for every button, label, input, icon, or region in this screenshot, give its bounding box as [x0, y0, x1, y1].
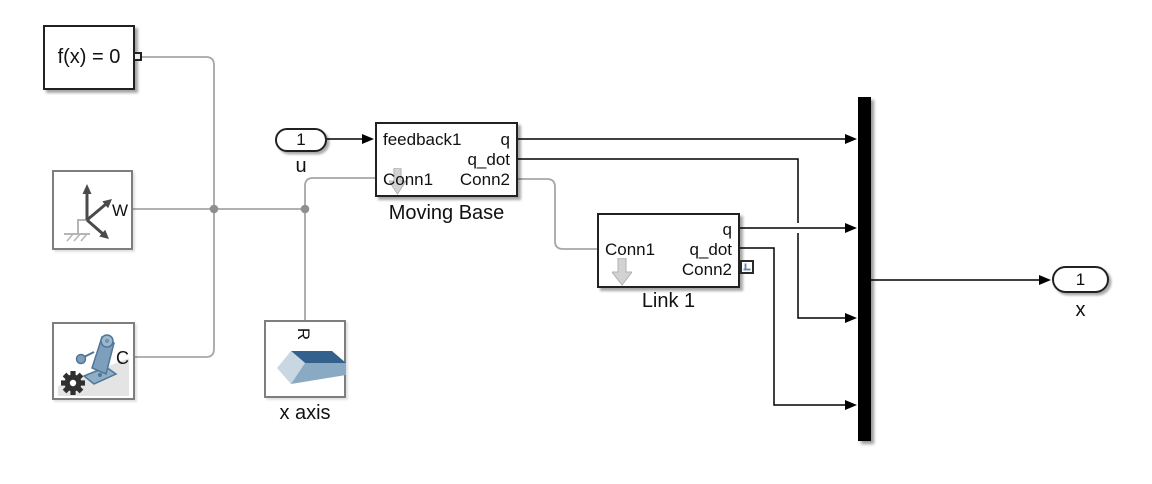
mb-port-qdot: q_dot [467, 150, 510, 169]
solver-block-label: f(x) = 0 [57, 46, 121, 68]
l1-port-q: q [722, 220, 732, 239]
arrowhead [1039, 275, 1051, 285]
box-end-face [277, 351, 305, 384]
mb-port-feedback1: feedback1 [383, 130, 462, 149]
arrowhead [845, 313, 857, 323]
moving-base-name: Moving Base [388, 202, 505, 224]
l1-port-conn2: Conn2 [681, 260, 732, 279]
physical-wires[interactable] [133, 56, 597, 358]
ground-symbol [64, 219, 90, 242]
junction-dots [209, 204, 310, 214]
junction-dot [209, 204, 219, 214]
mb-port-conn1: Conn1 [383, 170, 434, 189]
wire-mb-qdot-to-mux [518, 158, 847, 319]
inport-1[interactable]: 1 [275, 128, 327, 152]
x-axis-port-label: R [294, 327, 313, 341]
mechanism-configuration-icon [58, 334, 129, 396]
arrowhead [845, 134, 857, 144]
frame-axes [85, 192, 107, 236]
arrowhead [845, 400, 857, 410]
outport-1-name: x [1075, 299, 1086, 321]
mechanism-port-label: C [116, 348, 129, 368]
solver-configuration-block[interactable]: f(x) = 0 [43, 25, 135, 90]
unconnected-port-badge[interactable] [740, 260, 754, 274]
wire-junction-to-mechconfig [135, 209, 215, 358]
robot-arm [75, 334, 118, 385]
solver-output-port[interactable] [133, 52, 142, 61]
box-top-face [291, 351, 346, 363]
gear-icon [61, 371, 85, 395]
mb-port-q: q [500, 130, 510, 149]
signal-wires[interactable] [327, 138, 1041, 406]
wire-movingbase-conn2-to-link1-conn1 [518, 178, 597, 250]
world-frame-block[interactable]: W [52, 170, 133, 250]
box-front-face [291, 363, 346, 384]
wire-solver-to-junction [142, 56, 215, 209]
wire-junction-to-movingbase-conn1 [304, 177, 375, 209]
world-frame-port-label: W [111, 201, 128, 220]
physical-conn-arrow-icon [389, 168, 406, 195]
link1-name: Link 1 [641, 290, 696, 312]
l1-port-qdot: q_dot [689, 240, 732, 259]
prismatic-joint-icon [277, 351, 346, 384]
mb-port-conn2: Conn2 [459, 170, 510, 189]
x-axis-joint-block[interactable] [264, 320, 346, 398]
inport-1-number: 1 [296, 130, 306, 149]
port-badge-glyph [743, 263, 751, 271]
arrowhead [845, 223, 857, 233]
outport-1-number: 1 [1075, 269, 1086, 289]
outport-1[interactable]: 1 [1052, 266, 1109, 293]
x-axis-name: x axis [279, 402, 331, 424]
mux-block[interactable] [858, 97, 871, 441]
signal-arrowheads [362, 134, 1051, 410]
link1-block[interactable]: q Conn1 q_dot Conn2 [597, 213, 740, 288]
junction-dot [300, 204, 310, 214]
inport-1-name: u [295, 155, 307, 177]
wire-l1-qdot-to-mux [740, 247, 847, 406]
frame-axes-arrowheads [82, 184, 112, 239]
arrowhead [362, 134, 374, 144]
mechanism-configuration-block[interactable]: C [52, 322, 135, 400]
world-frame-icon [64, 184, 112, 242]
l1-port-conn1: Conn1 [605, 240, 656, 259]
moving-base-block[interactable]: feedback1 q q_dot Conn1 Conn2 [375, 122, 518, 197]
physical-conn-arrow-icon [612, 258, 632, 286]
